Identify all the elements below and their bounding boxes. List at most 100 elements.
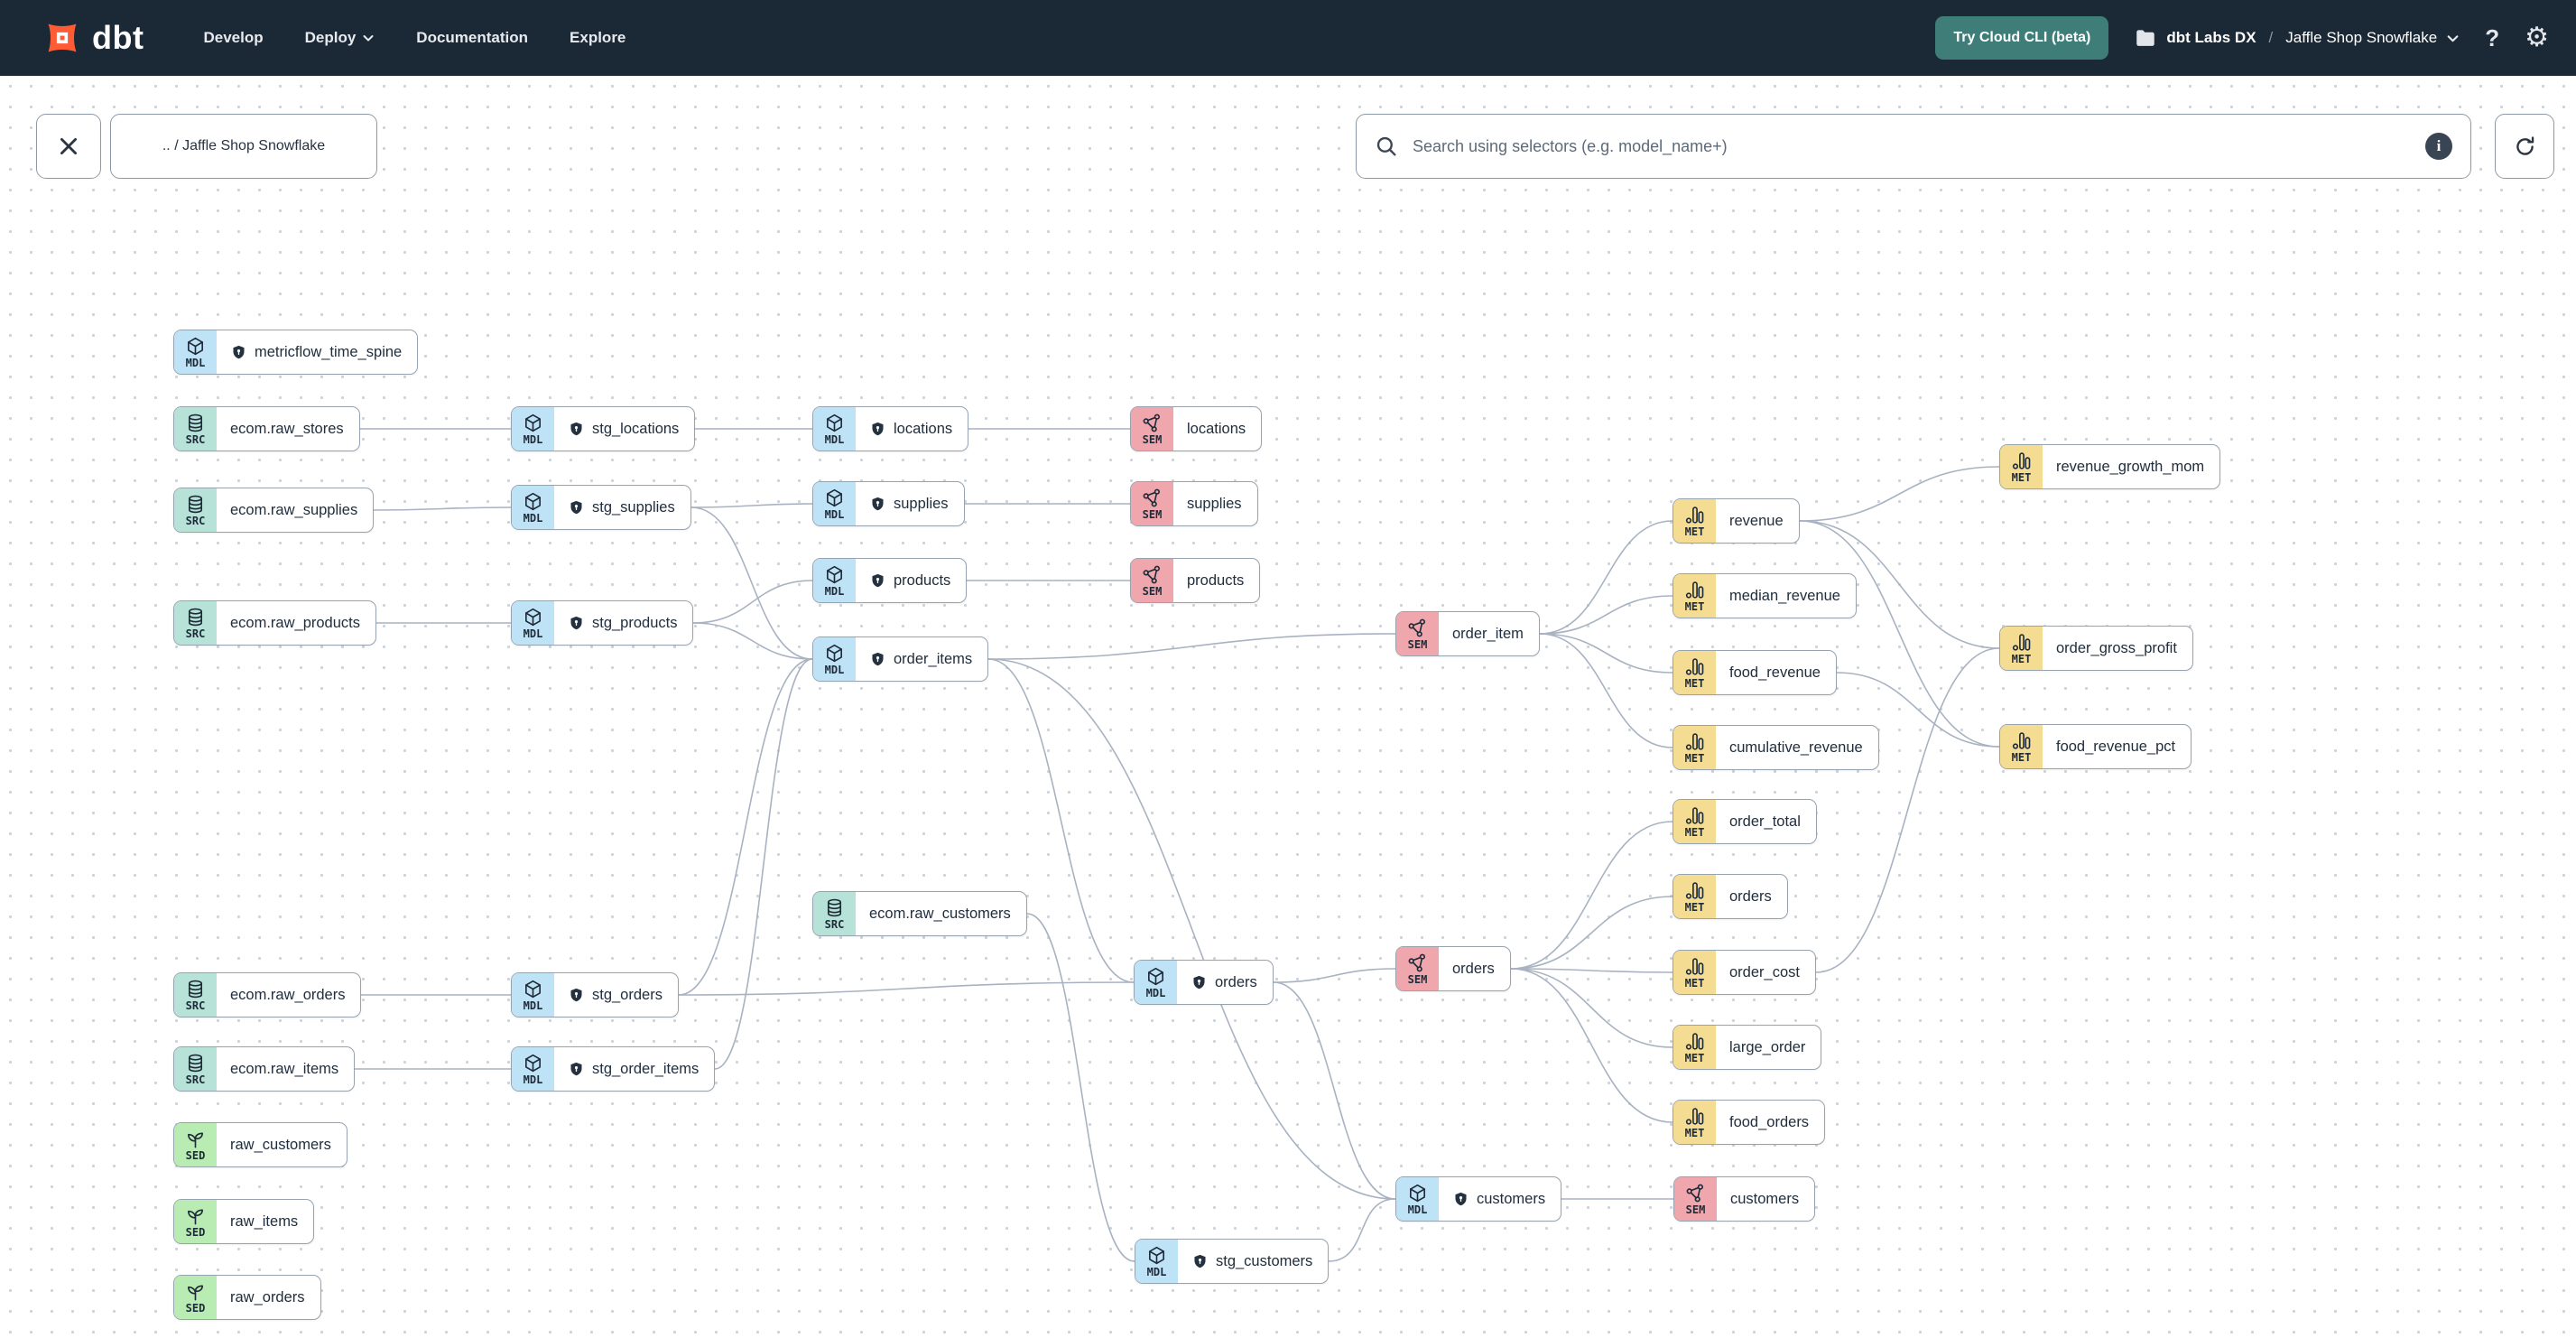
edge-sem_order_item-met_median_revenue — [1539, 595, 1673, 635]
met-badge: MET — [2000, 627, 2043, 670]
edge-met_revenue-met_order_gross_profit — [1799, 520, 2000, 649]
refresh-lineage-button[interactable] — [2495, 114, 2554, 179]
edge-sem_orders-met_orders — [1510, 896, 1673, 970]
node-label: orders — [1177, 961, 1273, 1004]
try-cloud-cli-button[interactable]: Try Cloud CLI (beta) — [1935, 16, 2109, 60]
met-badge: MET — [2000, 445, 2043, 488]
met-badge: MET — [1673, 499, 1716, 543]
met-badge: MET — [2000, 725, 2043, 768]
node-label: food_revenue_pct — [2056, 738, 2176, 755]
protected-shield-icon — [570, 500, 582, 514]
chevron-down-icon[interactable] — [2446, 32, 2460, 45]
node-label: revenue_growth_mom — [2056, 458, 2205, 475]
info-icon[interactable]: i — [2425, 133, 2452, 160]
breadcrumb-separator: / — [2268, 29, 2274, 46]
dbt-logo[interactable]: dbt — [42, 17, 144, 59]
node-met_revenue_growth_mom[interactable]: MET revenue_growth_mom — [1999, 444, 2221, 489]
main-nav: Develop Deploy Documentation Explore — [203, 29, 625, 47]
badge-tag: MET — [2011, 751, 2032, 764]
edge-sem_orders-met_order_total — [1510, 821, 1673, 970]
nav-documentation[interactable]: Documentation — [416, 29, 529, 46]
protected-shield-icon — [1193, 975, 1205, 989]
search-input[interactable] — [1411, 135, 2413, 157]
project-name[interactable]: Jaffle Shop Snowflake — [2285, 29, 2438, 46]
badge-tag: MET — [1684, 1052, 1705, 1064]
node-label: orders — [1729, 887, 1772, 905]
lineage-canvas[interactable] — [0, 76, 2576, 1338]
node-label: raw_items — [230, 1213, 299, 1230]
edge-met_food_revenue-met_food_revenue_pct — [1836, 672, 2000, 748]
met-badge: MET — [1673, 875, 1716, 918]
node-label: locations — [1187, 420, 1246, 437]
node-met_orders[interactable]: MET orders — [1673, 874, 1788, 919]
mdl-badge: MDL — [813, 407, 856, 451]
metric-chart-icon — [1685, 958, 1704, 975]
model-cube-icon — [525, 413, 541, 432]
edge-met_order_cost-met_order_gross_profit — [1815, 647, 2000, 973]
node-label: supplies — [856, 482, 964, 525]
help-icon[interactable]: ? — [2485, 23, 2500, 51]
met-badge: MET — [1673, 1101, 1716, 1144]
seedling-icon — [188, 1285, 203, 1301]
mdl-badge: MDL — [1135, 1240, 1178, 1283]
node-label: raw_orders — [230, 1288, 305, 1305]
nav-explore[interactable]: Explore — [570, 29, 626, 46]
node-label: stg_locations — [554, 407, 694, 451]
nav-develop[interactable]: Develop — [203, 29, 264, 46]
nav-deploy[interactable]: Deploy — [305, 29, 375, 47]
metric-chart-icon — [2012, 452, 2031, 469]
close-lineage-button[interactable] — [36, 114, 101, 179]
model-cube-icon — [1148, 967, 1163, 986]
protected-shield-icon — [1455, 1192, 1467, 1205]
lineage-breadcrumb[interactable]: .. / Jaffle Shop Snowflake — [110, 114, 377, 179]
node-label: stg_customers — [1178, 1240, 1328, 1283]
node-label: products — [856, 559, 966, 602]
settings-gear-icon[interactable]: ⚙ — [2525, 23, 2549, 52]
metric-chart-icon — [2012, 732, 2031, 749]
database-icon — [188, 980, 203, 999]
met-badge: MET — [1673, 726, 1716, 769]
node-label: raw_customers — [230, 1136, 331, 1153]
account-name[interactable]: dbt Labs DX — [2166, 29, 2256, 46]
node-met_food_revenue_pct[interactable]: MET food_revenue_pct — [1999, 724, 2192, 769]
semantic-model-icon — [1408, 953, 1425, 972]
